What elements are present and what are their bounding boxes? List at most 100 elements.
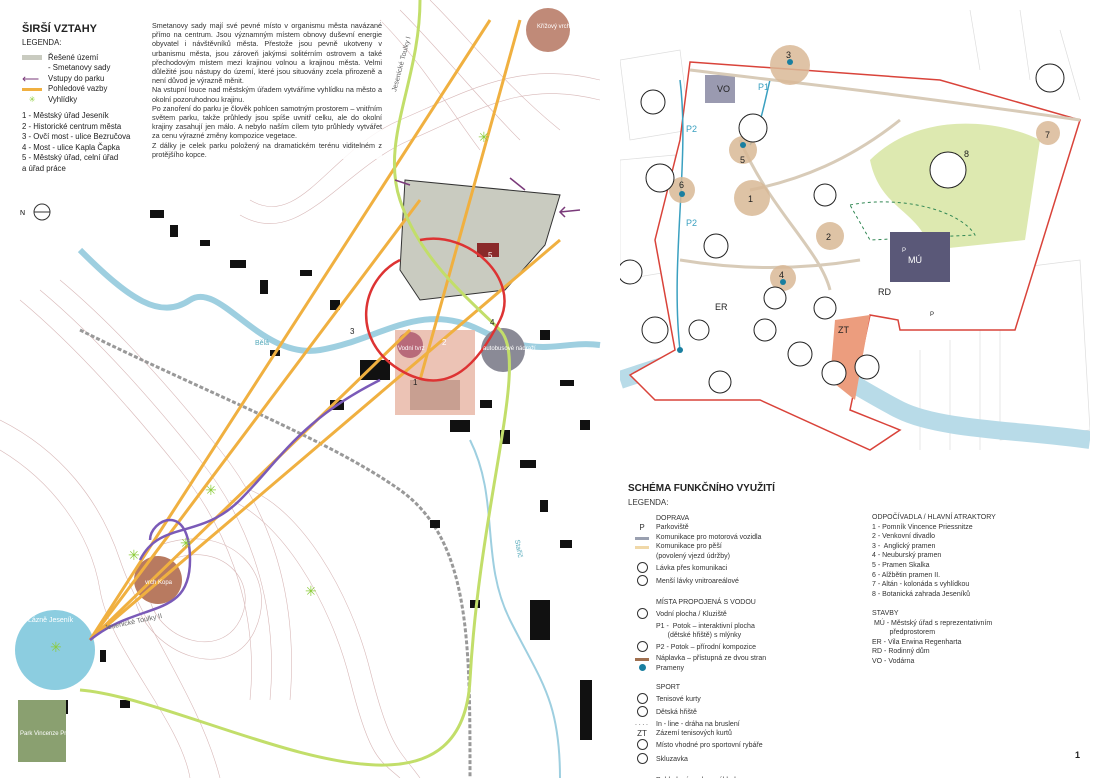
skate-icon [628, 607, 656, 622]
fishing-icon [628, 739, 656, 753]
label-staric: Staříč [513, 539, 523, 559]
star-burst-icon: ✳ [28, 94, 36, 104]
marker-1: 1 [413, 378, 418, 387]
svg-text:✳: ✳ [478, 129, 490, 145]
legend-item: Prameny [628, 663, 848, 674]
legend-item [628, 589, 848, 599]
legend-text: Tenisové kurty [656, 695, 701, 703]
legend-item-views: Pohledové vazby [22, 84, 130, 95]
legend-text: Pohledové vazby [48, 84, 108, 93]
building-mu [890, 232, 950, 282]
intro-paragraph: Na vstupní louce nad městským úřadem vyt… [152, 85, 382, 104]
label-rd: RD [878, 287, 891, 297]
buildings [60, 210, 592, 740]
legend-text: Vstupy do parku [48, 73, 105, 83]
legend-text: Náplavka – přístupná ze dvou stran [656, 655, 767, 663]
legend-heading: STAVBY [872, 609, 899, 617]
marker-5: 5 [488, 251, 493, 260]
legend-heading: DOPRAVA [656, 514, 690, 522]
vegetation-screen [849, 201, 976, 241]
legend-text: VO - Vodárna [872, 657, 915, 665]
legend-item: Náplavka – přístupná ze dvou stran [628, 654, 848, 664]
stream-p2 [676, 79, 684, 351]
attractor-6: 6 [679, 180, 684, 190]
legend-heading: MÍSTA PROPOJENÁ S VODOU [656, 599, 756, 607]
legend-item-entries: ⟵Vstupy do parku [22, 73, 130, 84]
intro-paragraph: Z dálky je celek parku položený na drama… [152, 140, 382, 159]
attractor-2: 2 [826, 232, 831, 242]
legend-text: Řešené území [48, 52, 99, 62]
marker-3: 3 [350, 327, 355, 336]
attractor-3: 3 [786, 50, 791, 60]
legend-text: 3 - Anglický pramen [872, 542, 936, 550]
legend-text: - Smetanovy sady [48, 63, 111, 72]
list-item: 3 - Ovčí most - ulice Bezručova [22, 132, 131, 141]
label-p2: P2 [686, 124, 697, 134]
marker-2: 2 [442, 338, 447, 347]
label-park-priessnitz: Park Vincenze Priessnitze [20, 731, 90, 737]
dots-swatch-icon: ···· [634, 719, 650, 729]
list-item: 4 - Most - ulice Kapla Čapka [22, 142, 120, 152]
legend-item: P1 - Potok – interaktivní plocha [628, 622, 848, 632]
legend-text: 8 - Botanická zahrada Jeseníků [872, 590, 971, 598]
line-swatch [22, 87, 42, 91]
legend-heading: SPORT [656, 684, 680, 692]
legend-text: Dětská hřiště [656, 709, 697, 717]
list-item: a úřad práce [22, 163, 66, 173]
park-priessnitz-area [18, 700, 66, 762]
krizovy-vrch-circle [526, 8, 570, 52]
label-mu: MÚ [908, 255, 922, 265]
vodni-tvrz-circle [397, 332, 423, 358]
page-number: 1 [1075, 750, 1081, 760]
trail-jesenicke-toulky-1 [79, 0, 511, 767]
svg-text:✳: ✳ [180, 535, 192, 551]
svg-text:✳: ✳ [305, 583, 317, 599]
wider-relations-map: ✳✳✳✳✳✳ N Křížový vrch Jesenické Toulky I… [0, 0, 601, 778]
legend-text [872, 599, 1082, 609]
label-zt: ZT [838, 325, 849, 335]
label-autobus: autobusové nádraží [483, 346, 536, 352]
parking-label: P [955, 256, 959, 262]
legend-text: 7 - Altán - kolonáda s vyhlídkou [872, 581, 970, 589]
list-item: 5 - Městský úřad, celní úřad [22, 153, 119, 162]
wider-relations-legend: ŠIRŠÍ VZTAHY LEGENDA: Řešené území - Sme… [22, 23, 130, 174]
railway [79, 328, 472, 778]
label-vodni-tvrz: Vodní tvrz [398, 346, 425, 352]
legend-text: Zázemí tenisových kurtů [656, 730, 732, 738]
legend-item: Dětská hřiště [628, 706, 848, 720]
legend-text: MÚ - Městský úřad s reprezentativním [872, 619, 993, 627]
functional-use-map: 1 2 3 4 5 6 7 8 VO P1 P2 P2 MÚ RD ER ZT … [620, 10, 1090, 451]
attractor-7: 7 [1045, 130, 1050, 140]
legend-label: LEGENDA: [628, 498, 669, 507]
legend-item: ····In - line - dráha na bruslení [628, 720, 848, 730]
legend-item [628, 674, 848, 684]
functional-use-legend: SCHÉMA FUNKČNÍHO VYUŽITÍ LEGENDA: DOPRAV… [628, 483, 848, 778]
legend-item: (povolený vjezd údržby) [628, 552, 848, 562]
label-krizovy-vrch: Křížový vrch [537, 24, 570, 30]
legend-text: Pohledové vazby - výhledy [656, 776, 739, 778]
numbered-list: 1 - Městský úřad Jeseník 2 - Historické … [22, 111, 130, 174]
lazne-jesenik-circle [15, 610, 95, 690]
legend-text: Prameny [656, 664, 685, 672]
legend-text: Lávka přes komunikaci [656, 564, 728, 572]
legend-text: 4 - Neuburský pramen [872, 552, 942, 560]
legend-text: Komunikace pro motorová vozidla [656, 533, 762, 541]
legend-text: Komunikace pro pěší [656, 543, 722, 551]
legend-text: (povolený vjezd údržby) [656, 552, 730, 560]
legend-item: Komunikace pro pěší [628, 542, 848, 552]
bus-station-circle [481, 328, 525, 372]
list-item: 1 - Městský úřad Jeseník [22, 111, 109, 120]
legend-label: LEGENDA: [22, 38, 62, 47]
north-label: N [20, 210, 25, 217]
legend-item: Lávka přes komunikaci [628, 561, 848, 576]
spring-dot-icon [628, 663, 656, 674]
building-vo [705, 75, 735, 103]
naplavka-swatch-icon [628, 654, 656, 664]
parking-label: P [930, 312, 934, 318]
springs [677, 59, 793, 353]
intro-paragraph: Po zanoření do parku je člověk pohlcen s… [152, 103, 382, 141]
label-p1: P1 [758, 82, 769, 92]
